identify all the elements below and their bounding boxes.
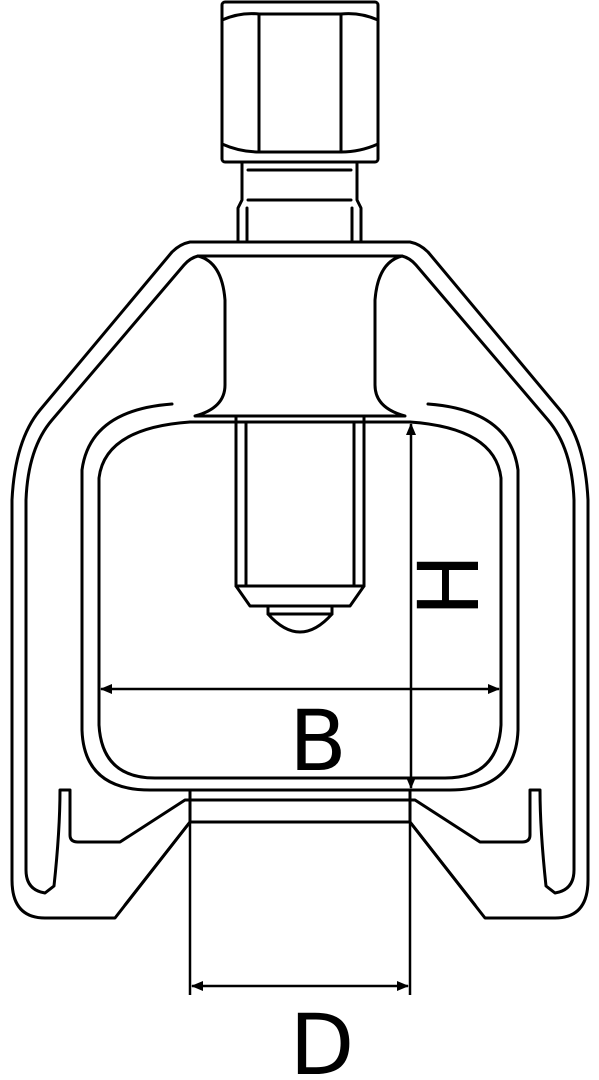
- dimension-label-diameter: D: [290, 996, 355, 1080]
- hex-nut-bottom-chamfer: [220, 142, 380, 154]
- fork-bevel-left: [123, 820, 192, 907]
- hex-nut-outline: [220, 0, 380, 164]
- forcing-screw: [234, 414, 366, 634]
- screw-body: [234, 414, 366, 608]
- dimension-label-height: H: [400, 553, 498, 616]
- collar-left-edge: [236, 160, 244, 244]
- hex-nut: [220, 0, 380, 164]
- central-boss: [193, 254, 407, 418]
- dimension-label-width: B: [289, 692, 347, 790]
- yoke-inner-contour: [24, 254, 576, 895]
- screw-ball-tip: [266, 604, 334, 634]
- jaw-cavity: [80, 402, 520, 792]
- fork-bevel-right: [408, 820, 477, 907]
- hex-nut-top-chamfer: [220, 12, 380, 22]
- collar-right-edge: [355, 160, 363, 244]
- jaw-cavity-inner: [97, 420, 503, 780]
- jaw-fork: [123, 788, 477, 907]
- bolt-collar: [236, 160, 363, 244]
